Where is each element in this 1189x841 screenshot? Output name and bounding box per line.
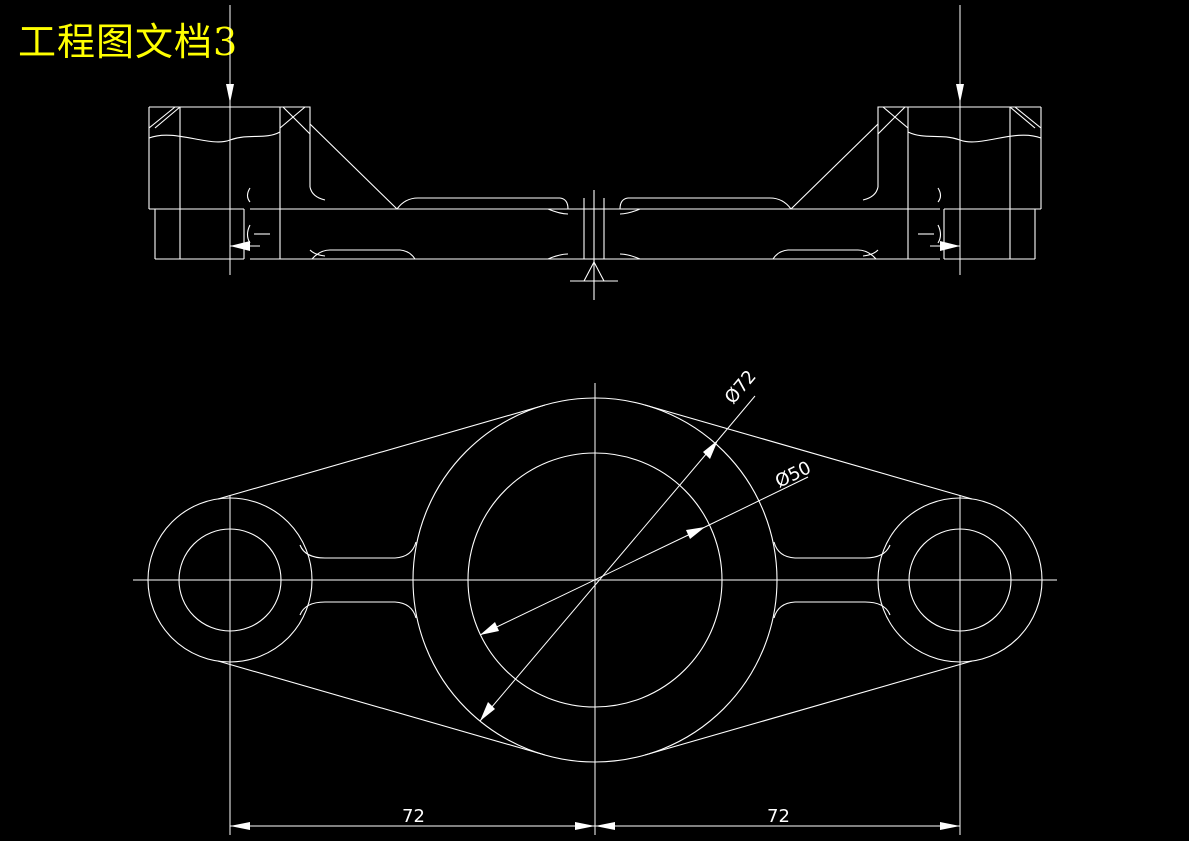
right-boss-section [790, 106, 1042, 260]
right-eye-outer [877, 497, 1043, 663]
plan-view: Ø72 Ø50 72 72 [133, 366, 1057, 835]
drawing-title: 工程图文档3 [18, 20, 239, 64]
tangent-outline [217, 404, 973, 756]
web-section [246, 186, 942, 300]
diameter-50-label: Ø50 [772, 457, 815, 492]
arms [299, 541, 891, 619]
hub-outer-circle [412, 397, 778, 763]
diameter-50-dimension: Ø50 [479, 457, 815, 636]
left-eye-inner [178, 528, 282, 632]
hub-inner-circle [467, 452, 723, 708]
front-view [148, 5, 1042, 300]
diameter-72-label: Ø72 [721, 366, 761, 408]
diameter-72-dimension: Ø72 [479, 366, 761, 722]
left-center-arrow [226, 84, 234, 103]
right-center-arrow [956, 84, 964, 103]
right-eye-inner [908, 528, 1012, 632]
left-spacing-label: 72 [402, 806, 425, 827]
left-eye-outer [147, 497, 313, 663]
linear-dimensions: 72 72 [230, 806, 960, 830]
left-boss-section [148, 106, 398, 260]
right-spacing-label: 72 [767, 806, 790, 827]
front-view-centerlines [226, 5, 964, 275]
